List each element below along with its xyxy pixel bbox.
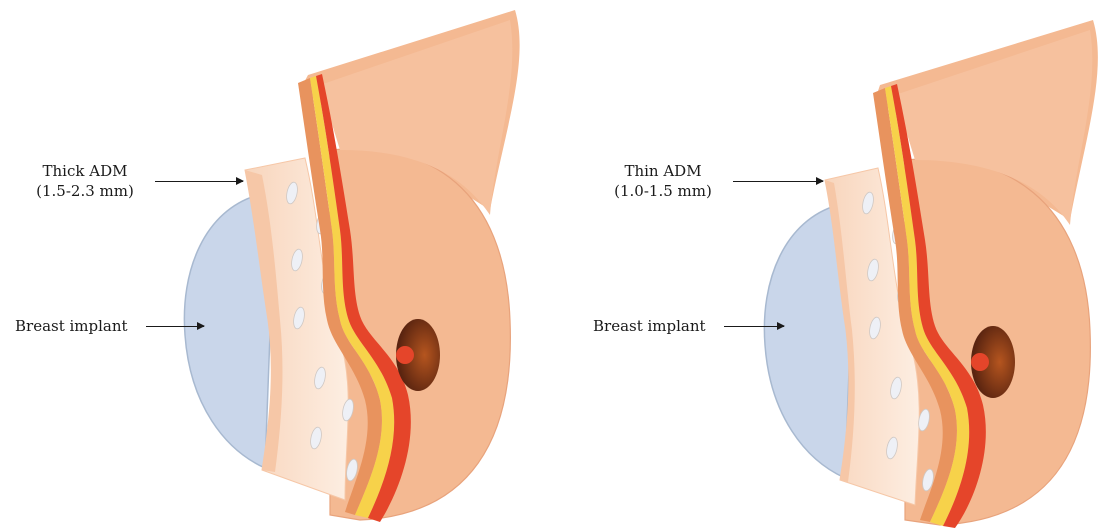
left-adm-label-line2: (1.5-2.3 mm) bbox=[25, 181, 145, 201]
right-adm-label-line2: (1.0-1.5 mm) bbox=[603, 181, 723, 201]
right-adm-label: Thin ADM (1.0-1.5 mm) bbox=[603, 161, 723, 201]
right-implant-arrow bbox=[724, 326, 784, 327]
left-implant-label: Breast implant bbox=[15, 316, 128, 336]
left-adm-label-line1: Thick ADM bbox=[25, 161, 145, 181]
left-implant-arrow bbox=[146, 326, 204, 327]
left-adm-label: Thick ADM (1.5-2.3 mm) bbox=[25, 161, 145, 201]
left-breast-illustration bbox=[184, 10, 519, 522]
right-adm-arrow bbox=[733, 181, 823, 182]
right-adm-label-line1: Thin ADM bbox=[603, 161, 723, 181]
right-implant-label: Breast implant bbox=[593, 316, 706, 336]
right-breast-illustration bbox=[764, 20, 1098, 528]
left-adm-arrow bbox=[155, 181, 243, 182]
